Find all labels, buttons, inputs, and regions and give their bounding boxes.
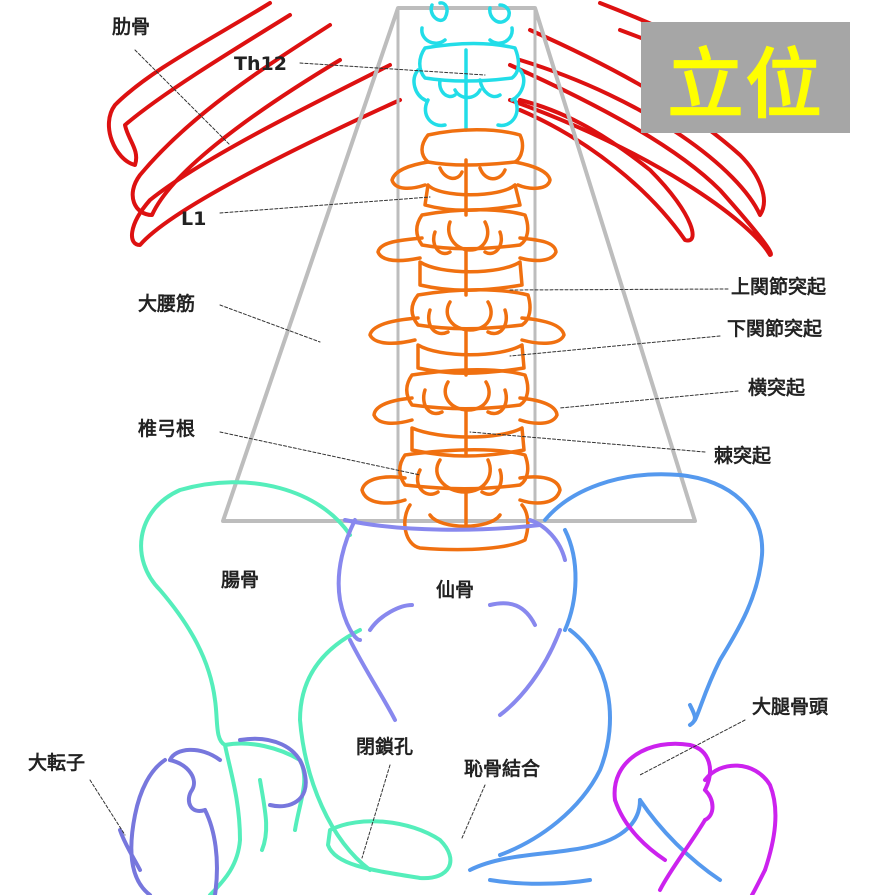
ilium-left [139, 480, 453, 895]
psoas-outline [221, 6, 697, 523]
rib-left-lower [129, 63, 402, 247]
label-rib: 肋骨 [112, 16, 151, 38]
femoral-head-right [612, 741, 778, 895]
lumbar-vertebrae [360, 128, 566, 552]
label-greater-trochanter: 大転子 [28, 752, 86, 774]
label-l1: L1 [181, 208, 207, 230]
rib-right-lower [508, 63, 773, 257]
label-femoral-head: 大腿骨頭 [752, 696, 829, 718]
rib-left-upper [106, 1, 292, 167]
label-inferior-articular: 下関節突起 [727, 318, 823, 340]
position-badge-text: 立位 [667, 39, 824, 129]
rib-left-middle [130, 23, 342, 217]
femur-left [118, 736, 308, 895]
label-superior-articular: 上関節突起 [731, 276, 827, 298]
label-spinous: 棘突起 [714, 445, 772, 467]
label-pedicle: 椎弓根 [138, 418, 196, 440]
position-badge: 立位 [641, 22, 850, 133]
label-th12: Th12 [234, 53, 287, 75]
pelvis-right [468, 472, 765, 886]
label-obturator-foramen: 閉鎖孔 [356, 736, 414, 758]
sacrum [336, 518, 567, 722]
label-psoas: 大腰筋 [138, 293, 196, 315]
label-pubic-symphysis: 恥骨結合 [464, 758, 541, 780]
label-ilium: 腸骨 [221, 569, 260, 591]
thoracic-vertebrae [412, 1, 526, 132]
leader-lines [89, 49, 746, 859]
label-sacrum: 仙骨 [436, 579, 475, 601]
label-transverse: 横突起 [748, 377, 806, 399]
rib-right-lowest [518, 98, 695, 243]
